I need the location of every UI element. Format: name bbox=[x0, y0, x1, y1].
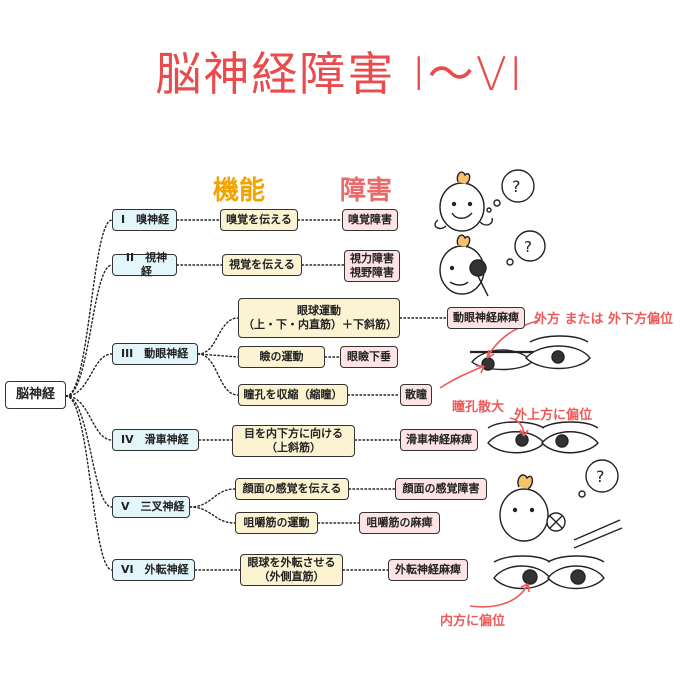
function-III-a-line2: （上・下・内直筋）＋下斜筋） bbox=[243, 318, 397, 331]
root-node: 脳神経 bbox=[5, 381, 66, 409]
disorder-V-a: 顔面の感覚障害 bbox=[395, 478, 487, 500]
arrow-note-n4 bbox=[469, 583, 529, 608]
function-V-a: 顔面の感覚を伝える bbox=[235, 478, 349, 500]
note-deviation-outward: 外方 または 外下方偏位 bbox=[534, 312, 674, 327]
function-I: 嗅覚を伝える bbox=[220, 209, 298, 231]
disorder-V-b: 咀嚼筋の麻痺 bbox=[359, 512, 440, 534]
function-VI: 眼球を外転させる （外側直筋） bbox=[240, 554, 343, 586]
nerve-VI: VI 外転神経 bbox=[112, 559, 195, 581]
function-III-a-line1: 眼球運動 bbox=[297, 304, 341, 317]
nerve-III: III 動眼神経 bbox=[112, 343, 198, 365]
disorder-I: 嗅覚障害 bbox=[342, 209, 398, 231]
disorder-IV: 滑車神経麻痺 bbox=[400, 429, 478, 451]
function-VI-line1: 眼球を外転させる bbox=[247, 556, 336, 569]
disorder-III-a: 動眼神経麻痺 bbox=[447, 307, 525, 329]
svg-text:?: ? bbox=[512, 177, 521, 196]
link-III-func-c bbox=[197, 353, 239, 396]
nerve-IV: IV 滑車神経 bbox=[112, 429, 199, 451]
arrow-note-n2 bbox=[439, 365, 485, 389]
eyes-abducens-illustration bbox=[493, 555, 605, 590]
disorder-II: 視力障害 視野障害 bbox=[344, 250, 400, 282]
svg-text:?: ? bbox=[524, 238, 532, 256]
link-III-func-b bbox=[197, 353, 239, 358]
face-trigeminal-illustration: ? bbox=[499, 459, 623, 549]
nerve-II: II 視神経 bbox=[112, 251, 177, 278]
function-III-b: 瞼の運動 bbox=[238, 346, 325, 368]
function-IV: 目を内下方に向ける （上斜筋） bbox=[232, 425, 355, 457]
function-IV-line2: （上斜筋） bbox=[266, 441, 321, 454]
note-mydriasis: 瞳孔散大 bbox=[452, 400, 505, 415]
note-deviation-up-out: 外上方に偏位 bbox=[514, 408, 593, 423]
disorder-VI: 外転神経麻痺 bbox=[388, 559, 468, 581]
link-root-VI bbox=[65, 395, 113, 571]
function-III-c: 瞳孔を収縮（縮瞳） bbox=[238, 384, 348, 406]
arrow-note-n3 bbox=[509, 417, 525, 437]
link-root-III bbox=[65, 353, 113, 397]
function-VI-line2: （外側直筋） bbox=[258, 570, 325, 583]
disorder-III-b: 眼瞼下垂 bbox=[340, 346, 398, 368]
nerve-V: V 三叉神経 bbox=[112, 496, 190, 518]
disorder-II-line1: 視力障害 bbox=[350, 252, 394, 265]
link-III-func-a bbox=[197, 317, 239, 355]
function-III-a: 眼球運動 （上・下・内直筋）＋下斜筋） bbox=[238, 298, 400, 338]
arrow-note-n1 bbox=[486, 319, 541, 359]
link-root-V bbox=[65, 395, 113, 508]
face-vision-illustration: ? bbox=[439, 230, 546, 297]
link-root-I bbox=[65, 219, 113, 397]
link-root-IV bbox=[65, 395, 113, 441]
link-root-II bbox=[65, 264, 113, 397]
disorder-III-c: 散瞳 bbox=[400, 384, 432, 406]
link-V-func-a bbox=[189, 488, 236, 508]
face-smell-illustration: ? bbox=[434, 169, 535, 232]
disorder-II-line2: 視野障害 bbox=[350, 266, 394, 279]
page-title: 脳神経障害 I〜VI bbox=[155, 47, 525, 101]
function-IV-line1: 目を内下方に向ける bbox=[244, 427, 343, 440]
svg-text:?: ? bbox=[596, 467, 605, 486]
function-header: 機能 bbox=[213, 176, 266, 206]
nerve-I: I 嗅神経 bbox=[112, 209, 177, 231]
function-V-b: 咀嚼筋の運動 bbox=[235, 512, 318, 534]
function-II: 視覚を伝える bbox=[222, 254, 302, 276]
note-deviation-inward: 内方に偏位 bbox=[440, 614, 506, 629]
eyes-trochlear-illustration bbox=[487, 421, 599, 454]
disorder-header: 障害 bbox=[340, 176, 393, 206]
link-V-func-b bbox=[189, 506, 236, 524]
